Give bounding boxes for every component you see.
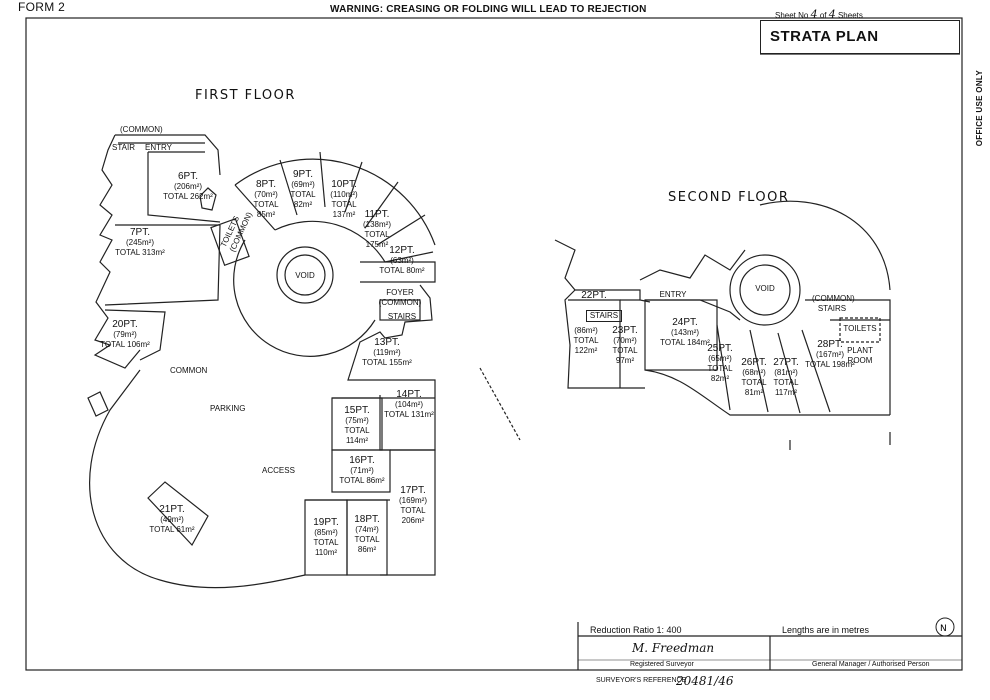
first-floor-plan [87,134,436,589]
lot-17: 17PT.(169m²)TOTAL 206m² [398,485,427,526]
lot-18: 18PT.(74m²)TOTAL 86m² [354,514,380,555]
lot-8: 8PT.(70m²)TOTAL 85m² [253,179,279,220]
lot-16: 16PT.(71m²)TOTAL 86m² [339,455,385,486]
first-floor-title: FIRST FLOOR [195,88,296,103]
lot-22-area: (86m²)TOTAL 122m² [573,326,599,355]
entry-label: ENTRY [145,143,172,152]
lot-15: 15PT.(75m²)TOTAL 114m² [344,405,370,446]
surveyor-label: Registered Surveyor [630,661,694,668]
lot-24: 24PT.(143m²)TOTAL 184m² [660,317,710,348]
second-stairs-label: STAIRS [586,310,622,322]
rejection-warning: WARNING: CREASING OR FOLDING WILL LEAD T… [330,4,647,15]
parking-boundary [89,369,306,589]
foyer-label: FOYER (COMMON) [378,288,422,307]
lot-10: 10PT.(110m²)TOTAL 137m² [330,179,358,220]
second-stairs2-label: STAIRS [817,304,847,313]
plan-type: STRATA PLAN [770,28,879,45]
lot-22: 22PT. [581,290,607,301]
surveyor-reference: 20481/46 [676,674,734,688]
surveyor-signature: M. Freedman [632,641,715,655]
first-void-label: VOID [295,271,315,280]
lot-28: 28PT.(167m²)TOTAL 198m² [805,339,855,370]
lot-21: 21PT.(49m²)TOTAL 61m² [149,504,195,535]
lot-25: 25PT.(65m²)TOTAL 82m² [707,343,733,384]
stair-label: STAIR [112,143,135,152]
lot-11: 11PT.(138m²)TOTAL 175m² [362,209,391,250]
sheet-total: 4 [828,8,836,21]
stairs-label: STAIRS [387,312,417,321]
lot-20: 20PT.(79m²)TOTAL 106m² [100,319,150,350]
lot-13: 13PT.(119m²)TOTAL 155m² [362,337,412,368]
lot-7: 7PT.(245m²)TOTAL 313m² [115,227,165,258]
sheet-no: 4 [810,8,818,21]
sheet-number: Sheet No 4 of 4 Sheets [775,8,863,21]
lot-26: 26PT.(68m²)TOTAL 81m² [741,357,767,398]
plan-frame [25,17,963,671]
second-floor-plan [554,200,891,450]
second-floor-title: SECOND FLOOR [668,190,790,205]
lot-23: 23PT.(70m²)TOTAL 97m² [612,325,638,366]
second-floor-void [729,254,801,326]
inner-ring [274,220,386,263]
second-void-label: VOID [755,284,775,293]
outer-ring [234,158,436,246]
common-label: COMMON [170,366,208,375]
lot-12: 12PT.(63m²)TOTAL 80m² [379,245,425,276]
access-label: ACCESS [262,466,295,475]
second-entry-label: ENTRY [659,290,687,299]
lot-9: 9PT.(69m²)TOTAL 82m² [290,169,316,210]
lot-19: 19PT.(85m²)TOTAL 110m² [313,517,339,558]
lot-14: 14PT.(104m²)TOTAL 131m² [384,389,434,420]
form-number: FORM 2 [18,0,66,14]
sheet-suffix: Sheets [837,11,863,20]
lengths-note: Lengths are in metres [782,625,870,635]
svg-text:N: N [940,624,947,634]
north-point-icon [935,617,955,637]
second-toilets-label: TOILETS [843,324,877,333]
lot-6: 6PT.(206m²)TOTAL 262m² [163,171,213,202]
west-facade [93,134,141,369]
sheet-prefix: Sheet No [775,11,809,20]
first-floor-void [276,246,334,304]
sheet-of: of [819,11,827,20]
reduction-ratio: Reduction Ratio 1: 400 [590,625,682,635]
reference-label: SURVEYOR'S REFERENCE [596,677,687,684]
parking-label: PARKING [210,404,246,413]
second-common-label: (COMMON) [812,294,855,303]
common-top-label: (COMMON) [120,125,163,134]
lot-27: 27PT.(81m²)TOTAL 117m² [773,357,799,398]
plant-room-label: PLANT ROOM [847,346,873,365]
manager-label: General Manager / Authorised Person [812,661,930,668]
